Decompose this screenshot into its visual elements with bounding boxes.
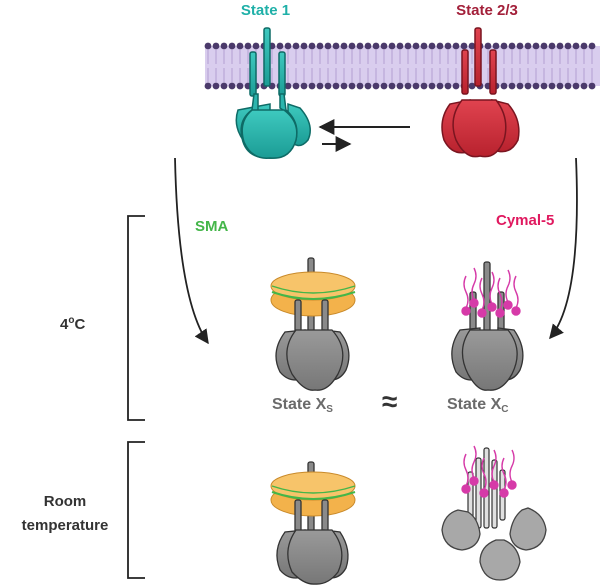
state23-label: State 2/3 bbox=[456, 2, 518, 19]
cymal-label: Cymal-5 bbox=[496, 212, 555, 229]
room-temperature-line1: Room bbox=[43, 493, 87, 510]
bracket-4c bbox=[127, 215, 145, 421]
sma-label: SMA bbox=[195, 218, 229, 235]
state1-label: State 1 bbox=[240, 2, 291, 19]
sma-nanodisc-protein-4c bbox=[270, 257, 356, 391]
temperature-value: 4 bbox=[60, 316, 69, 333]
arrow-sma-path bbox=[174, 157, 209, 345]
temperature-unit: C bbox=[74, 316, 86, 333]
state-xc-label: State XC bbox=[447, 396, 508, 415]
sma-nanodisc-protein-rt bbox=[270, 461, 356, 585]
membrane-bilayer bbox=[204, 42, 600, 90]
state-xc-subscript: C bbox=[501, 404, 509, 415]
temperature-4c-label: 4oC bbox=[60, 315, 85, 333]
room-temperature-line2: temperature bbox=[21, 517, 109, 534]
arrow-cymal-path bbox=[549, 157, 578, 340]
state23-protein bbox=[441, 27, 520, 158]
room-temperature-label: Room temperature bbox=[10, 490, 120, 538]
degree-symbol: o bbox=[68, 315, 75, 326]
state-xs-label: State XS bbox=[272, 396, 333, 415]
cymal-detergent-protein-4c bbox=[451, 261, 524, 391]
bracket-room-temp bbox=[127, 441, 145, 579]
state-xs-main: State X bbox=[272, 396, 327, 413]
state1-protein bbox=[235, 27, 311, 159]
cymal-dissociated-protein-rt bbox=[441, 445, 547, 581]
state-xs-subscript: S bbox=[326, 404, 333, 415]
approx-symbol: ≈ bbox=[382, 386, 398, 417]
state-xc-main: State X bbox=[447, 396, 502, 413]
